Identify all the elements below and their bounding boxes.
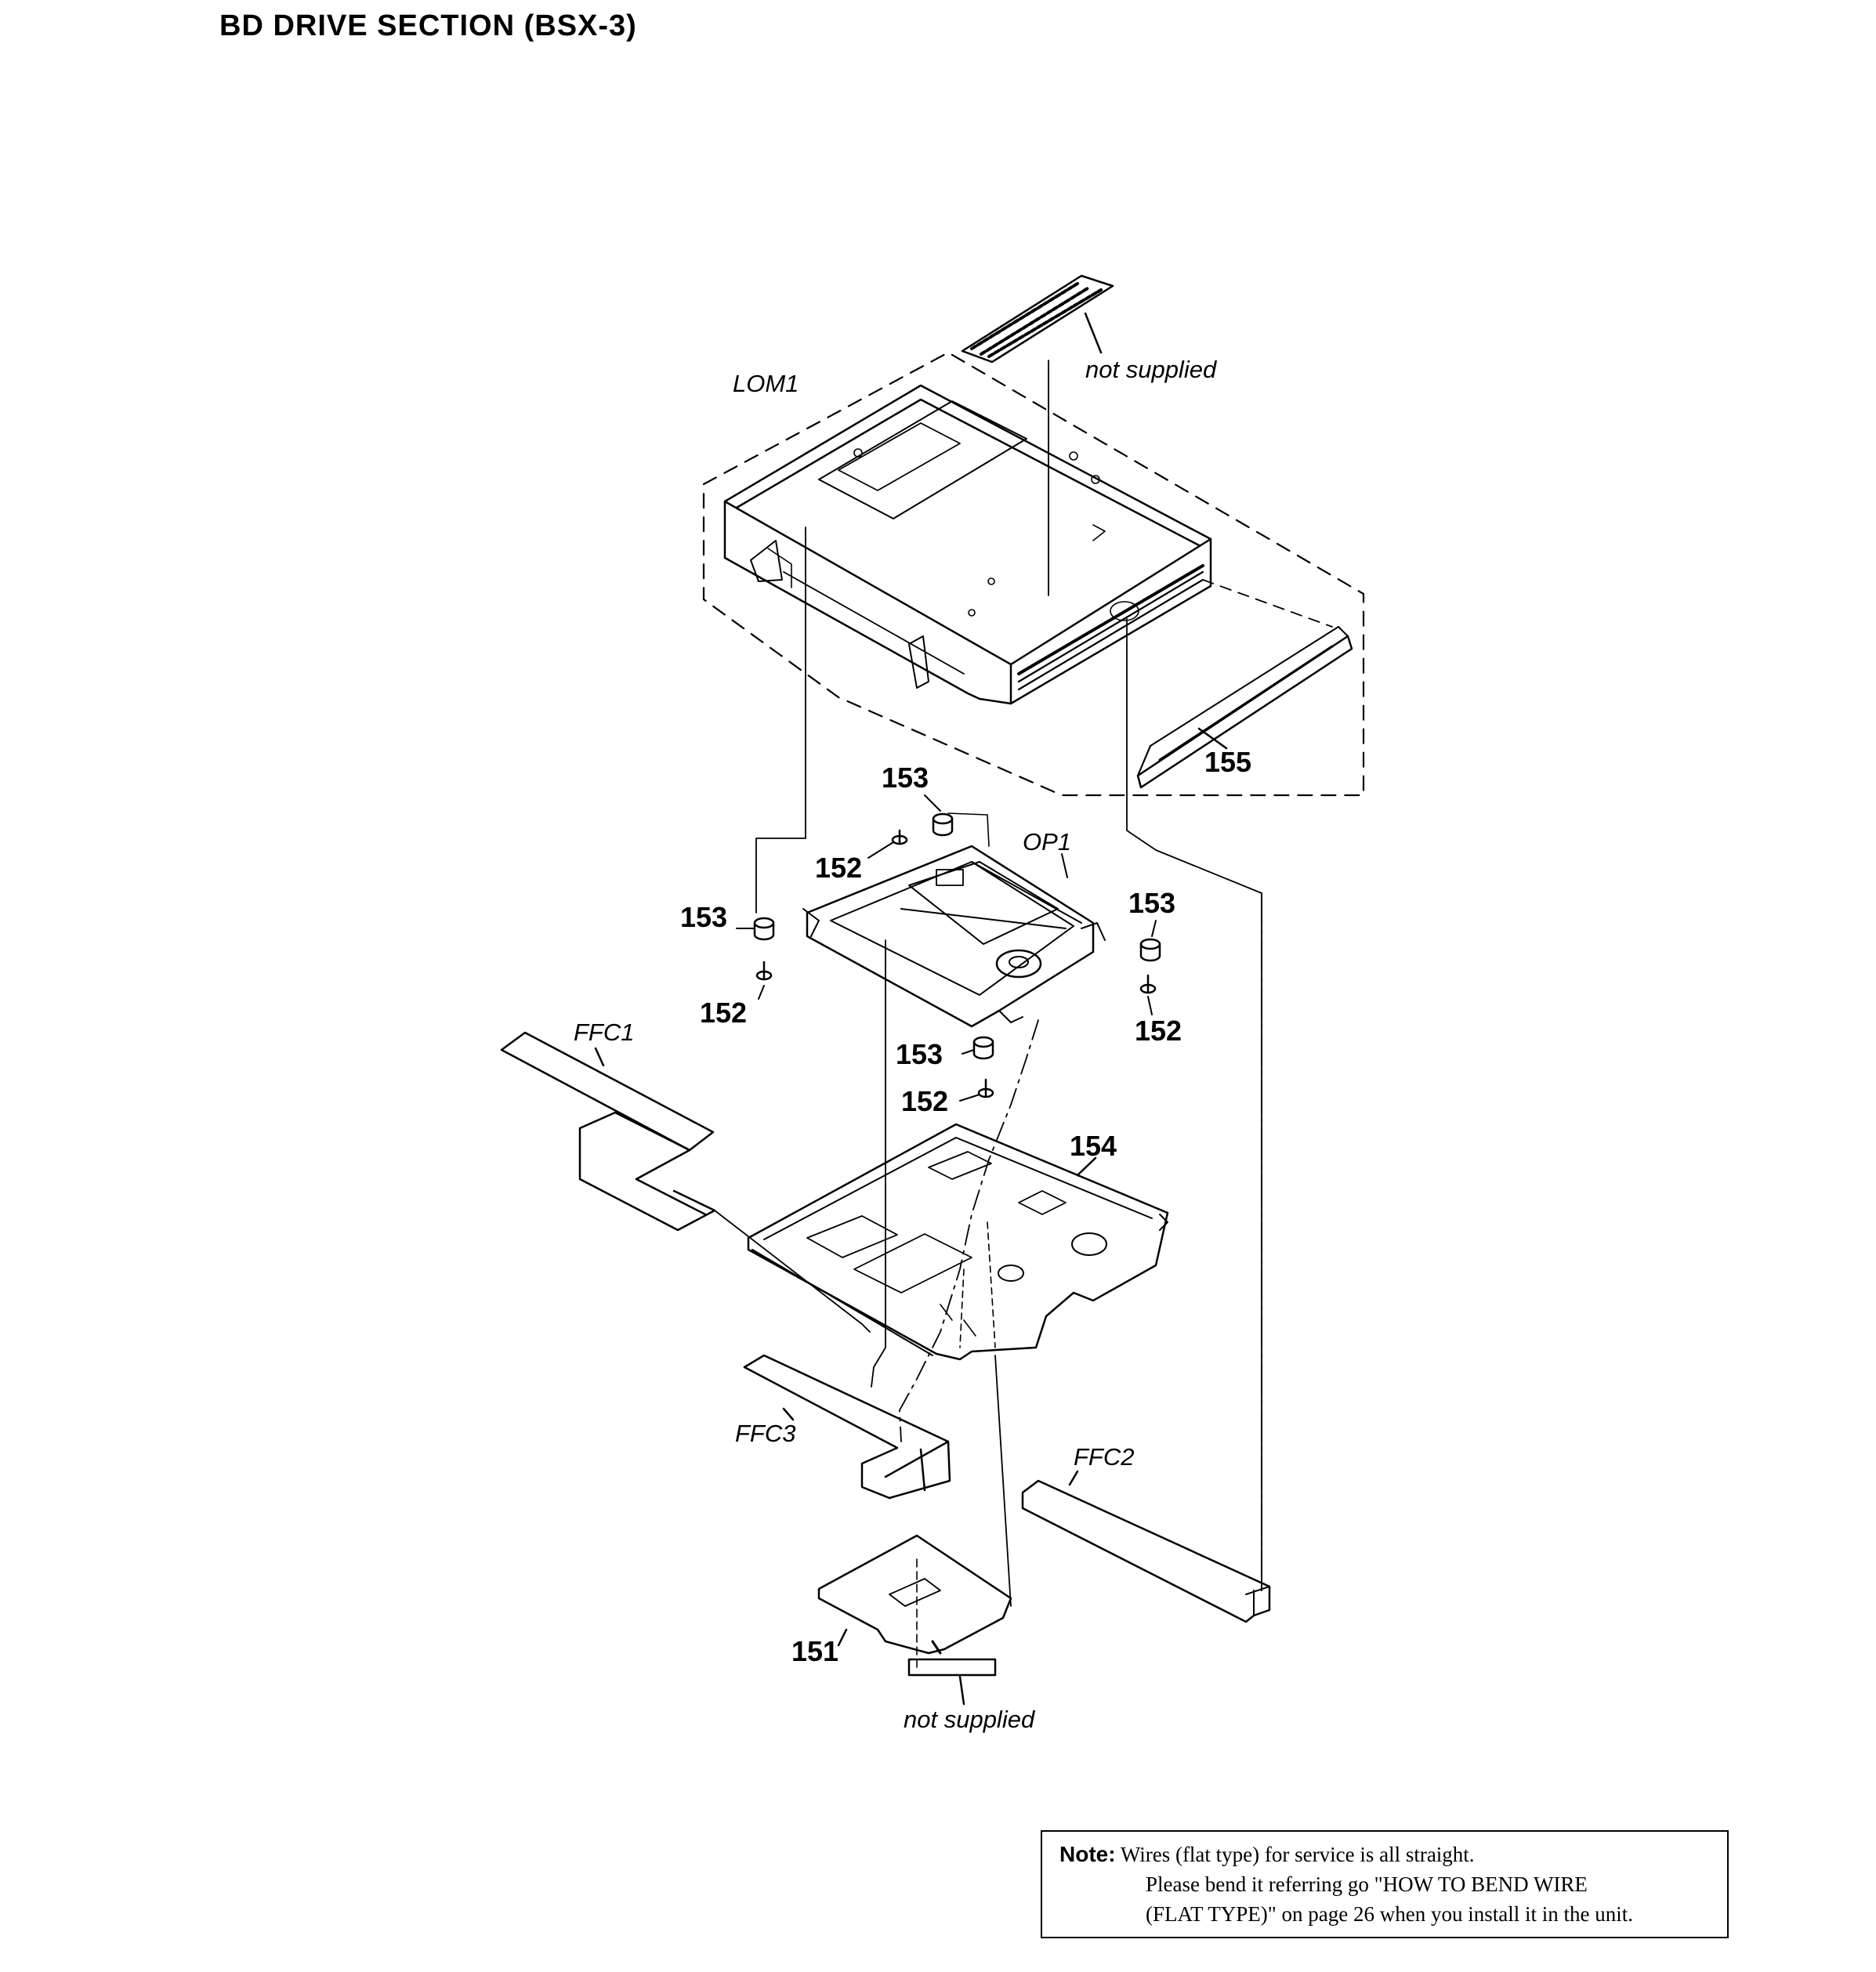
part-155-bezel [1136,626,1353,789]
note-line-1: Note: Wires (flat type) for service is a… [1059,1840,1715,1869]
label-153-bottom: 153 [896,1038,943,1070]
bottom-label-part [907,1658,997,1677]
note-line-2: Please bend it referring go "HOW TO BEND… [1059,1869,1715,1899]
connection-ffc1-to-154 [714,1210,871,1333]
label-ffc3: FFC3 [735,1420,796,1447]
part-153-spacer-left [753,917,775,941]
label-152-bottom: 152 [901,1085,948,1117]
label-op1: OP1 [1023,828,1071,856]
lom1-group-outline [702,351,1365,797]
connection-154-center [987,1221,996,1348]
note-text-2: Please bend it referring go "HOW TO BEND… [1146,1872,1588,1896]
connection-154-to-151 [994,1355,1012,1607]
connection-op1-to-151 [899,1019,1039,1442]
part-152-screw-right [1139,974,1157,994]
page-title: BD DRIVE SECTION (BSX-3) [219,9,637,42]
label-152-right: 152 [1135,1015,1182,1047]
connection-lom1-to-op1-left [755,526,806,914]
connection-154-ffc3 [959,1268,965,1348]
connection-op1-to-154 [871,939,886,1388]
part-152-screw-top [891,829,908,845]
label-lom1: LOM1 [733,370,799,397]
leader-not-supplied-bottom [958,1675,965,1706]
label-153-top: 153 [882,762,929,794]
label-155: 155 [1204,746,1251,778]
label-153-right: 153 [1128,887,1175,919]
label-ffc2: FFC2 [1074,1443,1135,1471]
leader-155 [1197,727,1228,750]
part-153-spacer-right [1139,938,1161,962]
label-154: 154 [1070,1130,1117,1162]
part-153-spacer-bottom [972,1036,994,1060]
label-151: 151 [791,1635,838,1667]
op1-optical-pickup [802,845,1106,1028]
leader-154 [1076,1156,1097,1177]
leader-ffc1 [594,1047,605,1067]
part-154-base-plate [747,1123,1169,1361]
note-line-3: (FLAT TYPE)" on page 26 when you install… [1059,1899,1715,1929]
leader-ffc2 [1068,1470,1079,1486]
label-not-supplied-bottom: not supplied [904,1706,1036,1733]
note-label: Note: [1059,1842,1116,1866]
label-152-left: 152 [700,997,747,1029]
dashed-line-lom1-to-155 [1202,579,1333,628]
label-ffc1: FFC1 [574,1019,635,1046]
top-label-part [961,274,1114,364]
part-152-screw-left [755,961,773,981]
label-not-supplied-top: not supplied [1085,356,1218,383]
ffc3-cable [743,1354,951,1500]
label-152-top: 152 [815,852,862,884]
ffc1-cable [500,1031,716,1232]
connection-lom1-to-ffc2 [1126,618,1262,1591]
part-153-spacer-top [932,812,954,837]
service-note-box: Note: Wires (flat type) for service is a… [1041,1830,1729,1938]
part-151-board [817,1534,1012,1655]
leader-not-supplied-top [1084,312,1103,354]
leader-151 [837,1628,848,1647]
part-152-screw-bottom [977,1078,994,1098]
lom1-drive-unit [723,384,1212,705]
leader-ffc3 [782,1407,795,1421]
note-text-1: Wires (flat type) for service is all str… [1120,1843,1475,1866]
label-153-left: 153 [680,901,727,933]
note-text-3: (FLAT TYPE)" on page 26 when you install… [1146,1902,1633,1926]
ffc2-cable [1021,1479,1271,1623]
